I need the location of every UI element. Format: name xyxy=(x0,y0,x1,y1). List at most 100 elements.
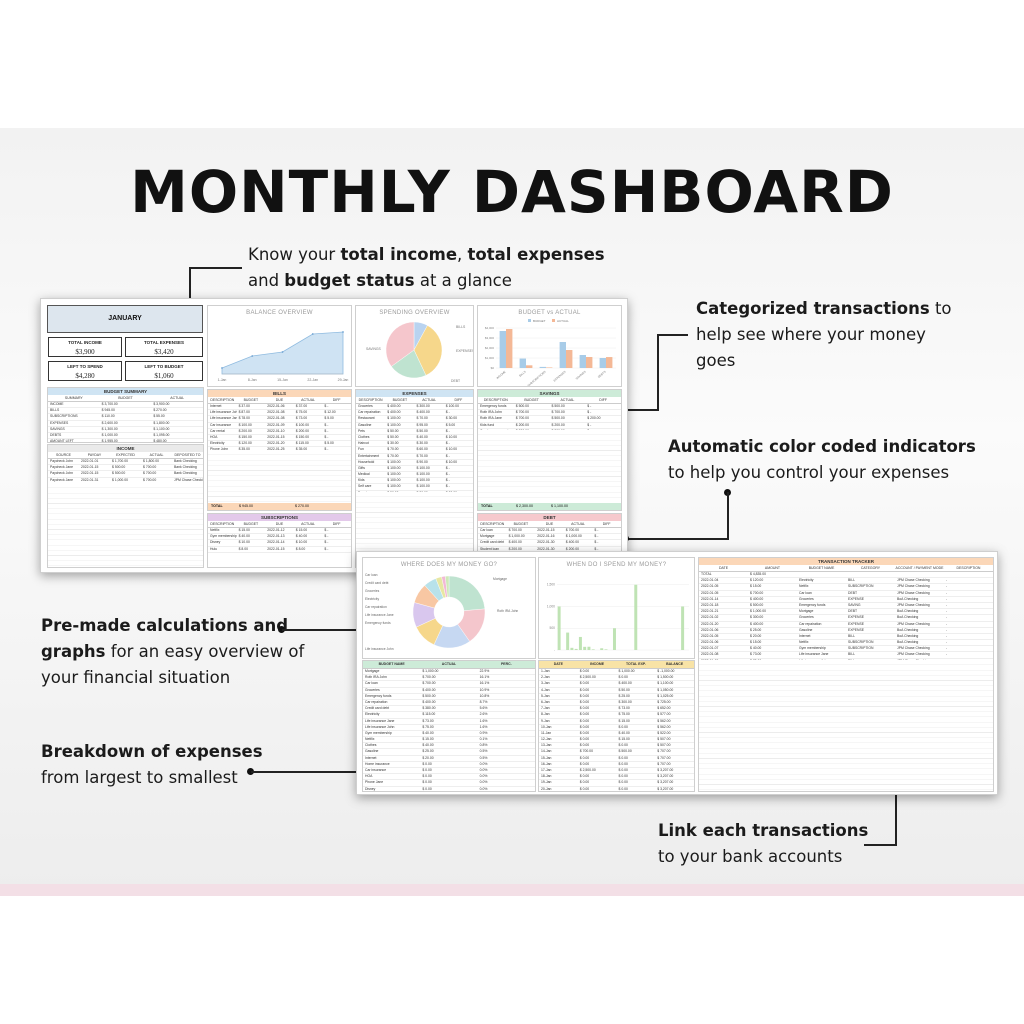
empty-rows xyxy=(478,430,621,502)
table-cell: $ 40.00 xyxy=(422,743,434,748)
table-row: SAVINGS$ 1,300.00$ 1,100.00 xyxy=(48,427,203,433)
table-cell: BoA Checking xyxy=(897,633,919,638)
bar xyxy=(591,649,595,650)
table-cell: $ 707.00 xyxy=(657,755,671,760)
table-cell: 10.9% xyxy=(479,687,490,692)
left-to-budget-label: LEFT TO BUDGET xyxy=(144,364,184,369)
column-header: DUE xyxy=(275,522,284,526)
table-cell: 10.8% xyxy=(479,693,490,698)
table-cell: Gasoline xyxy=(365,749,379,754)
table-cell: Medical xyxy=(358,472,370,477)
table-cell: Car repairation xyxy=(799,621,822,626)
table-cell: $ 500.00 xyxy=(551,416,565,421)
table-cell: $ 75.00 xyxy=(295,410,308,415)
table-cell: 3-Jan xyxy=(541,681,550,686)
table-cell: - xyxy=(946,627,948,632)
table-cell: $ 1,955.00 xyxy=(101,439,118,443)
callout-premade: Pre-made calculations and graphs for an … xyxy=(41,613,304,691)
table-cell: $ 3,207.00 xyxy=(657,774,674,779)
table-cell: SUBSCRIPTION xyxy=(848,640,874,645)
table-cell: $ 0.00 xyxy=(618,780,628,785)
table-cell: Self care xyxy=(358,484,372,489)
table-cell: JPM Chase Checking xyxy=(897,621,930,626)
total-actual: $ 1,100.00 xyxy=(551,504,568,508)
column-header: DUE xyxy=(545,522,554,526)
table-row: Entertainment$ 70.00$ 70.00$ - xyxy=(356,454,473,460)
column-header: DIFF xyxy=(599,398,608,402)
table-cell: 2022-01-08 xyxy=(267,410,285,415)
table-cell: $ 400.00 xyxy=(422,687,436,692)
total-income-label: TOTAL INCOME xyxy=(68,340,102,345)
table-cell: Roth IRA Jane xyxy=(480,416,502,421)
table-cell: $ 700.00 xyxy=(143,477,157,482)
bar xyxy=(634,584,638,650)
table-cell: 7-Jan xyxy=(541,706,550,711)
table-cell: Roth IRA John xyxy=(480,410,502,415)
table-cell: $ 380.00 xyxy=(422,706,436,711)
x-tick-label: SAVINGS xyxy=(575,370,587,381)
callout-text: goes xyxy=(696,351,736,370)
pie-slice xyxy=(413,325,443,376)
x-tick-label: EXPENSES xyxy=(553,370,567,383)
table-cell: Paycheck John xyxy=(50,471,73,476)
column-header: DEPOSITED TO xyxy=(174,453,201,457)
column-header: DIFF xyxy=(602,522,611,526)
table-cell: $ - xyxy=(445,478,450,483)
table-row: Self care$ 100.00$ 100.00$ - xyxy=(356,484,473,491)
total-expenses-value: $3,420 xyxy=(154,348,174,356)
table-cell: Kids xyxy=(358,478,365,483)
table-cell: HOA xyxy=(365,774,373,779)
table-cell: $ 0.00 xyxy=(579,681,590,686)
table-row: Emergency funds$ 500.00$ 500.00$ - xyxy=(478,404,621,411)
bar xyxy=(579,355,586,368)
callout-bold: budget status xyxy=(284,271,415,290)
table-cell: $ - xyxy=(324,428,329,433)
table-cell: $ 100.00 xyxy=(387,465,401,470)
donut-slice xyxy=(445,575,450,598)
bar xyxy=(599,358,606,368)
table-cell: $ 120.00 xyxy=(750,578,764,583)
table-row: Roth IRA Jane$ 700.00$ 500.00$ 200.00 xyxy=(478,416,621,423)
table-cell: $ - xyxy=(324,528,329,532)
table-cell: $ 500.00 xyxy=(750,602,764,607)
table-cell: $ 0.00 xyxy=(579,761,590,766)
table-cell: 2022-01-14 xyxy=(701,596,719,601)
column-header: ACTUAL xyxy=(149,453,164,457)
table-cell: JPM Chase Checking xyxy=(897,602,930,607)
total-expenses-label: TOTAL EXPENSES xyxy=(143,340,184,345)
table-cell: $ 100.00 xyxy=(416,478,430,483)
total-income-value: $3,900 xyxy=(75,348,95,356)
table-cell: $ 70.00 xyxy=(416,453,428,458)
table-cell: $ 100.00 xyxy=(387,484,401,489)
table-cell: $ - xyxy=(324,540,329,545)
x-tick-label: BILLS xyxy=(518,370,527,378)
table-cell: SUBSCRIPTION xyxy=(848,646,874,651)
table-cell: $ 500.00 xyxy=(618,749,632,754)
table-cell: $ 707.00 xyxy=(657,761,671,766)
table-title: BILLS xyxy=(208,390,351,397)
x-tick-label: 15-Jan xyxy=(277,378,288,382)
table-cell: $ 507.00 xyxy=(657,737,671,742)
table-cell: $ 70.00 xyxy=(416,416,428,421)
month-label: JANUARY xyxy=(108,315,142,322)
callout-text: for an easy overview of xyxy=(105,642,305,661)
table-cell: 2022-01-16 xyxy=(537,534,555,539)
bar xyxy=(557,606,561,650)
donut-label: Groceries xyxy=(365,589,380,593)
pie-label: SAVINGS xyxy=(366,347,382,351)
table-cell: Groceries xyxy=(799,596,814,601)
